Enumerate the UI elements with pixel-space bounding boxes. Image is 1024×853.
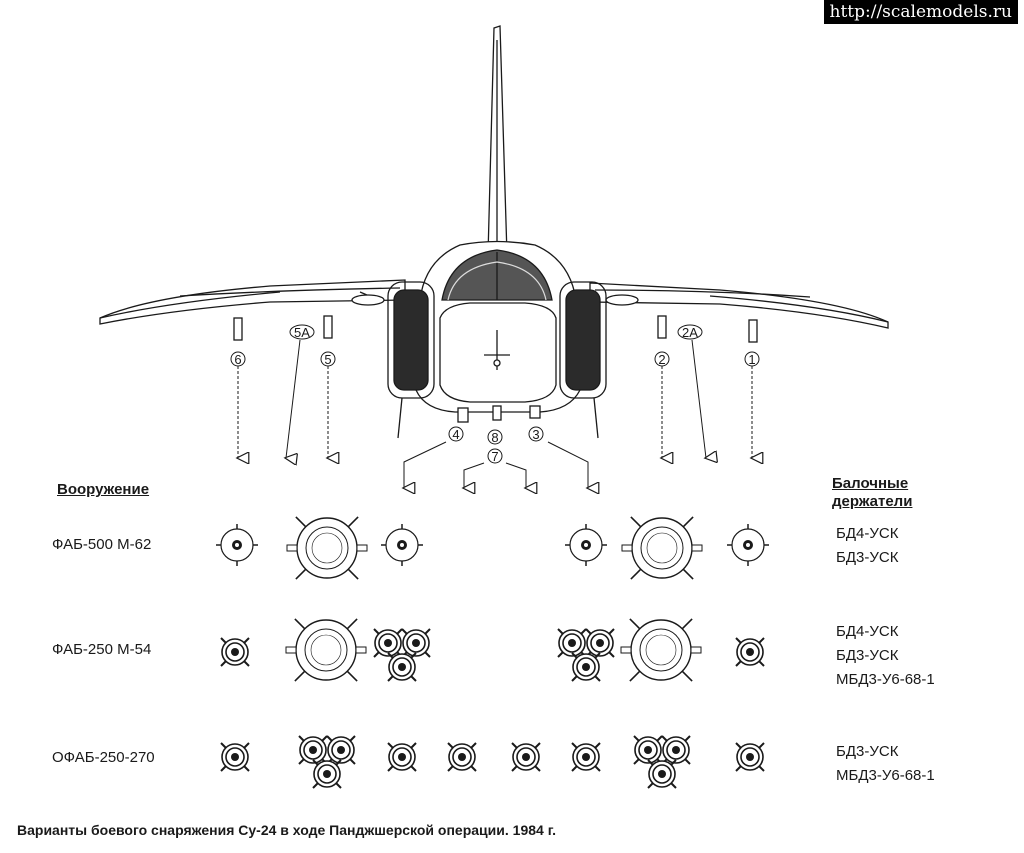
aircraft-front-view <box>99 25 889 439</box>
bomb-fab250-small <box>633 735 663 765</box>
rack-item: МБД3-У6-68-1 <box>836 671 935 688</box>
station-5-label: 5 <box>320 351 336 367</box>
bomb-fab250-small <box>571 742 601 772</box>
station-labels: 6 5А 5 2 2А 1 4 8 7 3 <box>230 324 760 464</box>
loadout-label-fab250: ФАБ-250 М-54 <box>52 641 152 658</box>
svg-text:3: 3 <box>532 427 539 442</box>
rack-item: БД3-УСК <box>836 549 899 566</box>
left-intake <box>393 289 429 391</box>
bomb-fab250-small <box>220 637 250 667</box>
bomb-fab250-small <box>326 735 356 765</box>
bomb-fab500-small <box>565 524 607 566</box>
bomb-large-front <box>620 618 702 682</box>
station-2a-label: 2А <box>677 324 703 340</box>
station-4-label: 4 <box>448 426 464 442</box>
svg-text:2: 2 <box>658 352 665 367</box>
bomb-fab250-small <box>735 742 765 772</box>
bomb-fab250-small <box>661 735 691 765</box>
svg-text:8: 8 <box>491 430 498 445</box>
right-intake <box>565 289 601 391</box>
bomb-fab250-small <box>511 742 541 772</box>
bomb-fab250-small <box>387 742 417 772</box>
bomb-fab250-small <box>647 759 677 789</box>
svg-text:6: 6 <box>234 352 241 367</box>
rack-item: БД3-УСК <box>836 647 899 664</box>
bomb-fab250-small <box>387 652 417 682</box>
bomb-fab250-small <box>373 628 403 658</box>
racks-header: Балочные держатели <box>832 475 952 511</box>
bomb-fab250-small <box>585 628 615 658</box>
svg-text:2А: 2А <box>682 325 698 340</box>
bomb-fab250-small <box>571 652 601 682</box>
bomb-fab500-small <box>216 524 258 566</box>
svg-text:1: 1 <box>748 352 755 367</box>
racks-ofab250: БД3-УСК МБД3-У6-68-1 <box>836 740 935 788</box>
station-arrows <box>238 339 752 488</box>
bomb-symbols <box>216 516 769 789</box>
loadout-label-ofab250: ОФАБ-250-270 <box>52 749 155 766</box>
bomb-fab250-small <box>298 735 328 765</box>
svg-text:5: 5 <box>324 352 331 367</box>
racks-fab250: БД4-УСК БД3-УСК МБД3-У6-68-1 <box>836 620 935 692</box>
bomb-fab250-small <box>401 628 431 658</box>
rack-item: БД4-УСК <box>836 525 899 542</box>
racks-header-line1: Балочные <box>832 475 909 492</box>
rack-item: БД4-УСК <box>836 623 899 640</box>
bomb-fab250-small <box>312 759 342 789</box>
bomb-large-front <box>285 618 367 682</box>
figure-caption: Варианты боевого снаряжения Су-24 в ходе… <box>17 822 557 838</box>
bomb-fab500-small <box>727 524 769 566</box>
rack-item: МБД3-У6-68-1 <box>836 767 935 784</box>
bomb-fab250-small <box>735 637 765 667</box>
bomb-fab250-small <box>557 628 587 658</box>
station-6-label: 6 <box>230 351 246 367</box>
loadout-label-fab500: ФАБ-500 М-62 <box>52 536 152 553</box>
watermark-url: http://scalemodels.ru <box>823 0 1018 24</box>
bomb-fab250-small <box>447 742 477 772</box>
bomb-fab500-small <box>381 524 423 566</box>
svg-text:5А: 5А <box>294 325 310 340</box>
station-3-label: 3 <box>528 426 544 442</box>
station-1-label: 1 <box>744 351 760 367</box>
rack-item: БД3-УСК <box>836 743 899 760</box>
bomb-fab250-small <box>220 742 250 772</box>
svg-text:4: 4 <box>452 427 459 442</box>
station-2-label: 2 <box>654 351 670 367</box>
svg-text:7: 7 <box>491 449 498 464</box>
bomb-large-front <box>621 516 703 580</box>
station-8-label: 8 <box>487 429 503 445</box>
weapons-header: Вооружение <box>57 481 150 498</box>
racks-header-line2: держатели <box>832 493 913 510</box>
bomb-large-front <box>286 516 368 580</box>
racks-fab500: БД4-УСК БД3-УСК <box>836 522 898 570</box>
station-7-label: 7 <box>487 448 503 464</box>
station-5a-label: 5А <box>289 324 315 340</box>
